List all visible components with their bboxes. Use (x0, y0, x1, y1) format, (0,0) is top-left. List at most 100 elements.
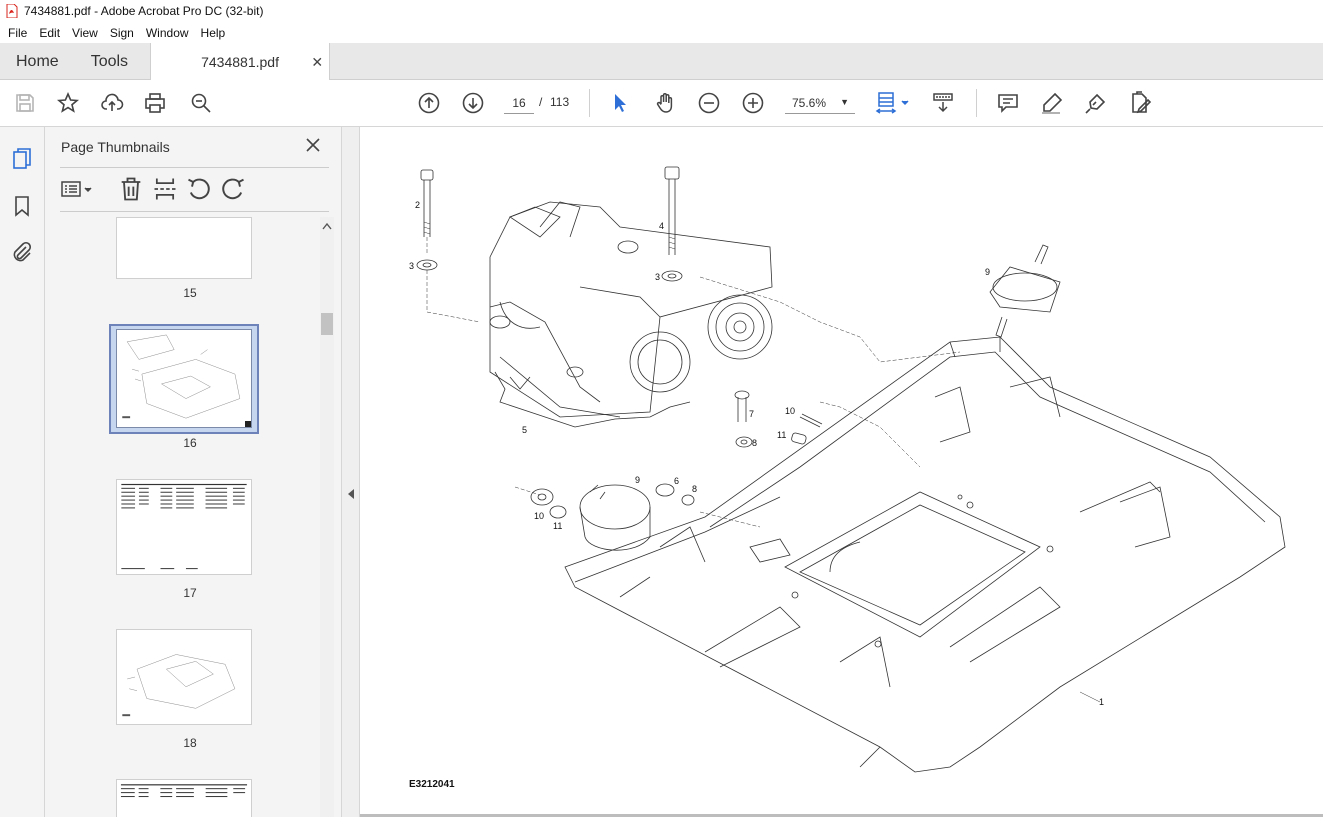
document-view[interactable]: 2 3 3 4 5 6 7 8 8 9 9 10 10 11 11 1 E321… (360, 127, 1323, 817)
gasket-outline (494, 371, 691, 428)
callout-label: 9 (635, 475, 641, 485)
rubber-mount-part (530, 483, 695, 551)
thumbnail-options-icon[interactable] (60, 177, 96, 201)
previous-page-icon[interactable] (417, 91, 441, 115)
menu-window[interactable]: Window (145, 25, 189, 40)
thumbnail-page-number: 18 (183, 736, 197, 750)
main-toolbar: / 113 75.6% ▼ (0, 80, 1323, 127)
hand-tool-icon[interactable] (653, 91, 677, 115)
leader-line (514, 486, 541, 496)
bolt-part (416, 169, 481, 323)
gearbox-housing (489, 201, 773, 418)
page-thumbnails-panel: Page Thumbnails 15 (45, 127, 342, 817)
menu-edit[interactable]: Edit (39, 25, 61, 40)
tab-home[interactable]: Home (16, 52, 59, 70)
rotate-right-icon[interactable] (219, 177, 247, 201)
scrollbar-handle[interactable] (321, 313, 333, 335)
select-cursor-icon[interactable] (608, 91, 632, 115)
rotate-left-icon[interactable] (185, 177, 213, 201)
page-19-preview (120, 784, 248, 798)
menu-help[interactable]: Help (200, 25, 226, 40)
scroll-mode-icon[interactable] (931, 91, 955, 115)
window-title: 7434881.pdf - Adobe Acrobat Pro DC (32-b… (24, 4, 264, 18)
panel-divider (60, 211, 329, 212)
attachments-icon[interactable] (10, 240, 34, 264)
drawing-code: E3212041 (409, 779, 455, 790)
thumbnail-scrollbar[interactable] (320, 217, 334, 817)
callout-label: 8 (752, 438, 758, 448)
fill-sign-icon[interactable] (1128, 91, 1152, 115)
callout-label: 10 (534, 511, 545, 521)
callout-label: 8 (692, 484, 698, 494)
next-page-icon[interactable] (461, 91, 485, 115)
page-16-preview (122, 334, 241, 419)
scroll-up-arrow-icon[interactable] (322, 222, 332, 230)
leader-line (699, 511, 761, 528)
callout-label: 10 (785, 406, 796, 416)
total-pages: 113 (550, 95, 570, 109)
cloud-upload-icon[interactable] (100, 91, 124, 115)
bookmarks-icon[interactable] (10, 194, 34, 218)
current-page-input[interactable] (504, 92, 534, 114)
page-18-preview (122, 654, 236, 717)
leader-line (819, 401, 921, 468)
callout-label: 2 (415, 200, 421, 210)
thumbnail-page-number: 16 (183, 436, 197, 450)
panel-title: Page Thumbnails (61, 139, 170, 155)
collapse-panel-arrow-icon[interactable] (347, 488, 355, 500)
rubber-mount-part (989, 244, 1061, 338)
highlight-pen-icon[interactable] (1040, 91, 1064, 115)
callout-label: 11 (553, 521, 563, 531)
thumbnail-resize-handle[interactable] (245, 421, 251, 427)
thumbnail-list: 15 16 (59, 217, 321, 817)
zoom-search-icon[interactable] (189, 91, 213, 115)
print-icon[interactable] (143, 91, 167, 115)
comment-icon[interactable] (996, 91, 1020, 115)
callout-label: 3 (655, 272, 661, 282)
menu-sign[interactable]: Sign (109, 25, 134, 40)
tab-tools[interactable]: Tools (90, 52, 129, 70)
thumbnail-page[interactable] (116, 629, 252, 725)
menu-file[interactable]: File (8, 25, 28, 40)
thumbnail-page-number: 17 (183, 586, 197, 600)
leader-line (699, 276, 961, 363)
close-panel-icon[interactable] (303, 135, 323, 155)
callout-label: 9 (985, 267, 991, 277)
insert-page-icon[interactable] (151, 177, 179, 201)
bookmark-star-icon[interactable] (56, 91, 80, 115)
callout-label: 3 (409, 261, 415, 271)
save-icon[interactable] (13, 91, 37, 115)
callout-label: 11 (777, 430, 787, 440)
tab-document[interactable]: 7434881.pdf ✕ (150, 43, 331, 80)
toolbar-divider (589, 89, 590, 117)
thumbnail-page[interactable] (116, 217, 252, 279)
close-tab-icon[interactable]: ✕ (311, 54, 324, 70)
title-bar: 7434881.pdf - Adobe Acrobat Pro DC (32-b… (0, 0, 1323, 22)
zoom-level-select[interactable]: 75.6% ▼ (785, 92, 855, 114)
zoom-in-icon[interactable] (741, 91, 765, 115)
callout-label: 4 (659, 221, 665, 231)
panel-divider (60, 167, 329, 168)
tab-bar: Home Tools 7434881.pdf ✕ (0, 43, 1323, 80)
draw-sign-icon[interactable] (1084, 91, 1108, 115)
menu-view[interactable]: View (72, 25, 98, 40)
panel-splitter[interactable] (342, 127, 360, 817)
bolt-part (661, 166, 683, 282)
callout-label: 5 (522, 425, 528, 435)
exploded-parts-drawing (416, 166, 1286, 773)
document-tab-label: 7434881.pdf (201, 53, 279, 70)
chevron-down-icon: ▼ (840, 97, 849, 107)
zoom-level-value: 75.6% (792, 95, 827, 110)
navigation-rail (0, 127, 45, 817)
pin-part (791, 413, 823, 445)
thumbnail-page[interactable] (116, 779, 252, 817)
zoom-out-icon[interactable] (697, 91, 721, 115)
thumbnail-page-selected[interactable] (116, 329, 252, 428)
callout-label: 1 (1099, 697, 1105, 707)
page-fit-icon[interactable] (874, 91, 912, 115)
page-thumbnails-icon[interactable] (10, 147, 34, 171)
menu-bar: File Edit View Sign Window Help (0, 22, 1323, 43)
delete-page-icon[interactable] (117, 177, 145, 201)
thumbnail-page[interactable] (116, 479, 252, 575)
leader-line (1079, 691, 1101, 703)
